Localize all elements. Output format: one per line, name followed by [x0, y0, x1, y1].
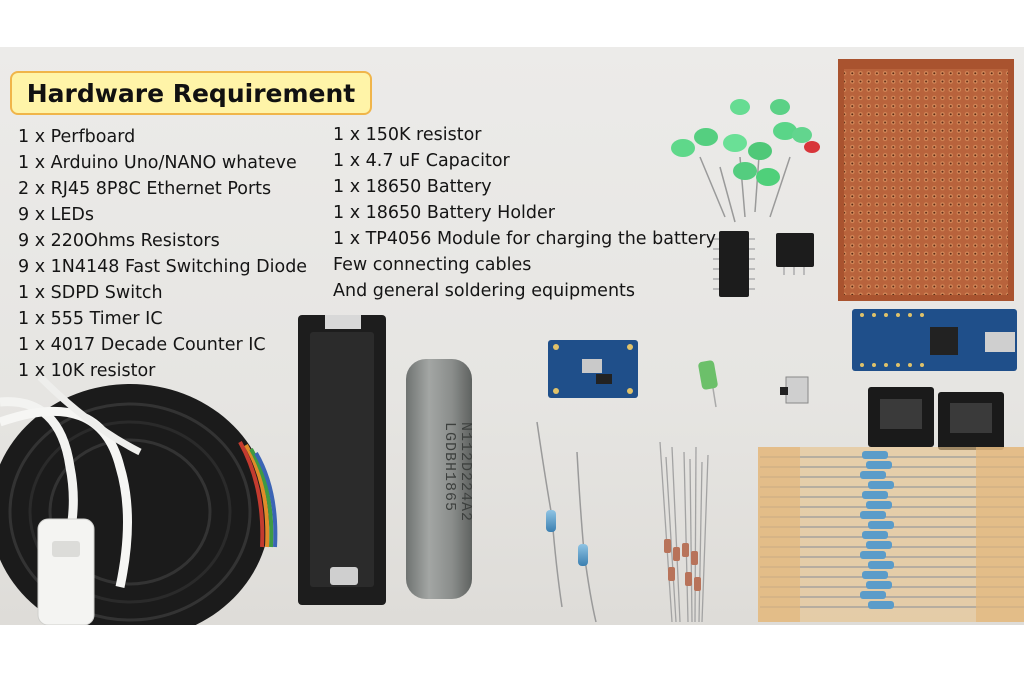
requirement-item: 1 x SDPD Switch [18, 283, 163, 303]
requirement-item: 1 x Perfboard [18, 127, 136, 147]
requirement-item: 1 x 18650 Battery Holder [333, 203, 555, 223]
requirements-list-right: 1 x 150K resistor 1 x 4.7 uF Capacitor 1… [333, 122, 716, 304]
tp4056-module [548, 340, 638, 398]
battery-print: LGDBH1865 [441, 422, 458, 512]
requirement-item: 1 x 4017 Decade Counter IC [18, 335, 266, 355]
requirements-list-left: 1 x Perfboard 1 x Arduino Uno/NANO whate… [18, 124, 307, 384]
usb-cable [0, 374, 142, 625]
title-text: Hardware Requirement [26, 78, 356, 108]
slide-switch [780, 376, 809, 404]
requirement-item: 1 x TP4056 Module for charging the batte… [333, 229, 716, 249]
requirement-item: 1 x 150K resistor [333, 125, 482, 145]
requirement-item: 1 x 555 Timer IC [18, 309, 163, 329]
components-photo: LGDBH1865 N112D224A2 [0, 47, 1024, 625]
rj45-ports [868, 387, 1004, 450]
ic-555 [776, 233, 814, 275]
requirement-item: 9 x LEDs [18, 205, 95, 225]
requirement-item: 9 x 1N4148 Fast Switching Diode [18, 257, 308, 277]
battery-holder [298, 315, 386, 605]
requirement-item: Few connecting cables [333, 255, 532, 275]
components-scene: LGDBH1865 N112D224A2 [0, 59, 1024, 625]
requirement-item: 1 x 18650 Battery [333, 177, 492, 197]
requirement-item: 9 x 220Ohms Resistors [18, 231, 220, 251]
leds [671, 99, 820, 223]
capacitor [698, 360, 718, 408]
requirement-item: 2 x RJ45 8P8C Ethernet Ports [18, 179, 272, 199]
loose-resistors [536, 421, 597, 623]
diodes [659, 441, 709, 623]
requirement-item: 1 x Arduino Uno/NANO whateve [18, 153, 297, 173]
requirement-item: And general soldering equipments [333, 281, 636, 301]
requirement-item: 1 x 4.7 uF Capacitor [333, 151, 510, 171]
battery-print-2: N112D224A2 [457, 422, 474, 522]
ic-4017 [713, 231, 755, 297]
perfboard [838, 59, 1014, 301]
resistor-strip [758, 447, 1024, 622]
battery-18650: LGDBH1865 N112D224A2 [406, 359, 474, 599]
arduino-nano [852, 309, 1017, 371]
title-banner: Hardware Requirement [10, 71, 372, 115]
requirement-item: 1 x 10K resistor [18, 361, 156, 381]
